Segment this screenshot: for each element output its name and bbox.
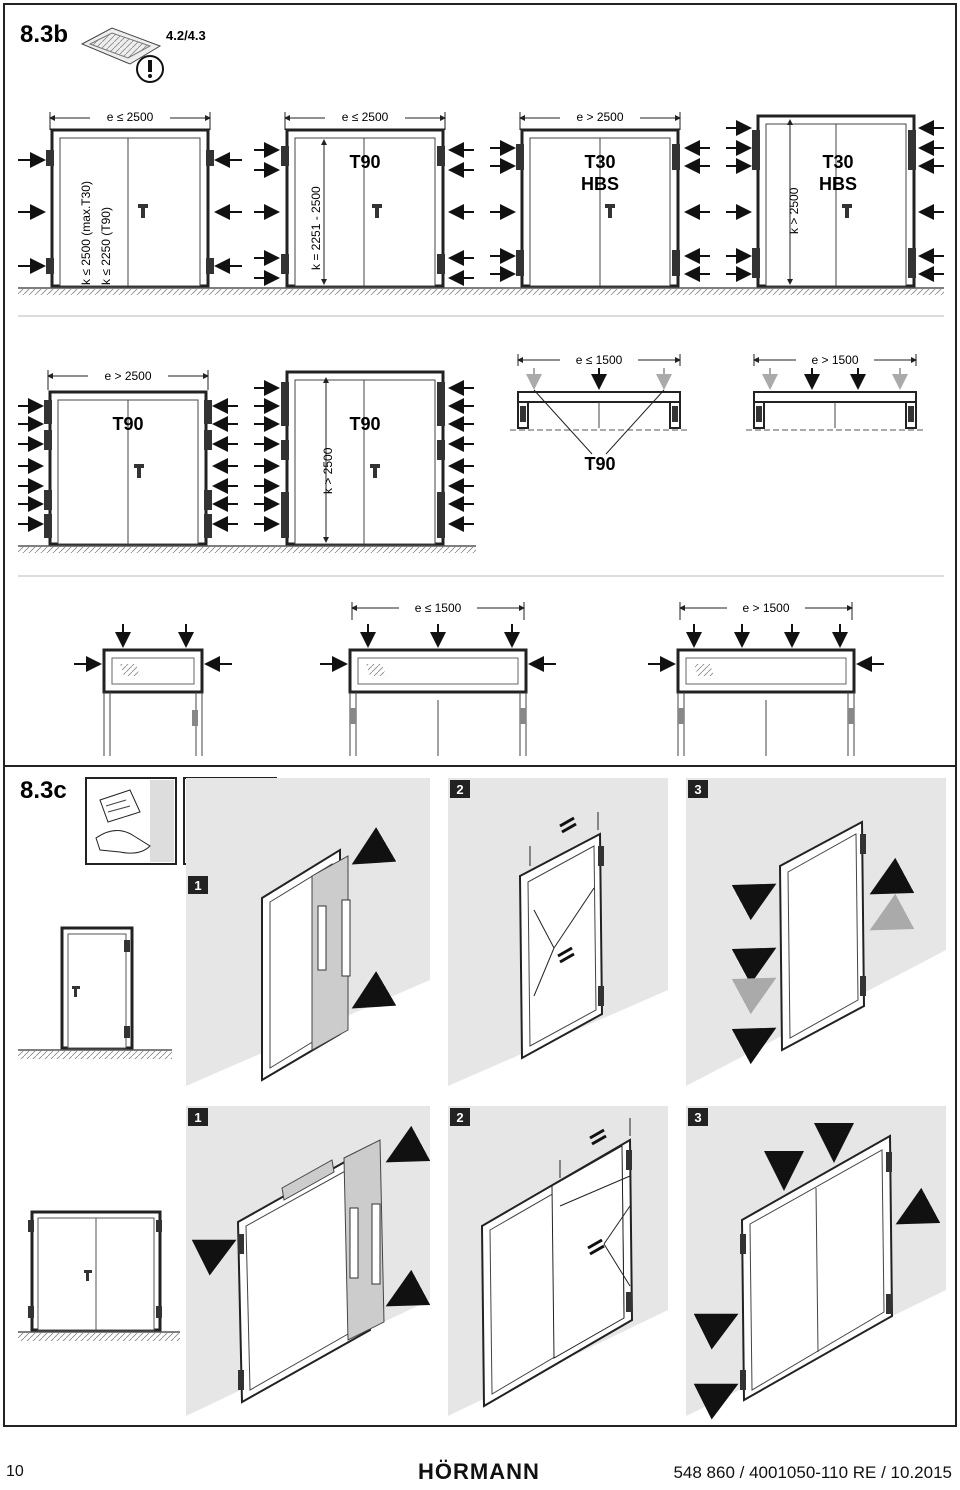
step-2-single-illustration <box>518 812 604 1060</box>
t90-callout: T90 <box>584 454 615 474</box>
double-door-overview <box>18 1210 180 1341</box>
hormann-logo: HÖRMANN <box>418 1459 540 1484</box>
transom-diagram-2: e ≤ 1500 <box>320 598 556 756</box>
step-badge-single-1: 1 <box>188 876 208 894</box>
single-door-overview <box>18 926 172 1059</box>
door2-height-label: k = 2251 - 2500 <box>309 186 323 270</box>
frame-top-diagram-2: e > 1500 <box>746 350 926 431</box>
door6-height-label: k > 2500 <box>321 447 335 494</box>
door2-rating: T90 <box>349 152 380 172</box>
svg-text:2: 2 <box>456 782 463 797</box>
svg-text:1: 1 <box>194 878 201 893</box>
step-1-double-illustration <box>191 1125 431 1404</box>
step-3-single-illustration <box>731 820 915 1065</box>
door3-rating-line1: T30 <box>584 152 615 172</box>
svg-text:3: 3 <box>694 1110 701 1125</box>
door1-width-label: e ≤ 2500 <box>107 110 154 124</box>
step-3-double-illustration <box>693 1123 941 1420</box>
svg-text:1: 1 <box>194 1110 201 1125</box>
step-badge-double-2: 2 <box>450 1108 470 1126</box>
frame2-width-label: e > 1500 <box>811 353 858 367</box>
door2-width-label: e ≤ 2500 <box>342 110 389 124</box>
frame1-width-label: e ≤ 1500 <box>576 353 623 367</box>
step-1-single-illustration <box>261 827 397 1082</box>
door-diagram-3: e > 2500 T30 HBS <box>490 108 710 288</box>
door-diagram-6: T90 k > 2500 <box>254 370 474 546</box>
transom-diagram-1 <box>74 624 232 756</box>
door-diagram-5: e > 2500 T90 <box>18 366 238 546</box>
door1-height-max: k ≤ 2500 (max.T30) <box>79 181 93 285</box>
hand-instruction-icon <box>85 777 177 865</box>
step-badge-double-3: 3 <box>688 1108 708 1126</box>
transom2-width-label: e ≤ 1500 <box>415 601 462 615</box>
door3-rating-line2: HBS <box>581 174 619 194</box>
door5-rating: T90 <box>112 414 143 434</box>
document-code: 548 860 / 4001050-110 RE / 10.2015 <box>673 1463 952 1482</box>
page-border <box>3 3 957 1427</box>
page-number: 10 <box>6 1463 24 1480</box>
manual-book-icon <box>80 27 162 65</box>
transom-diagram-3: e > 1500 <box>648 598 884 756</box>
section-b-reference: 4.2/4.3 <box>166 28 206 43</box>
section-b-label: 8.3b <box>20 21 68 48</box>
floor-line-row2 <box>18 545 476 553</box>
door-diagram-4: T30 HBS k > 2500 <box>726 114 944 288</box>
door4-rating-line2: HBS <box>819 174 857 194</box>
step-2-double-illustration <box>480 1118 634 1408</box>
section-c-label: 8.3c <box>20 777 67 804</box>
floor-line-row1 <box>18 287 944 295</box>
door4-height-label: k > 2500 <box>787 187 801 234</box>
step-badge-single-3: 3 <box>688 780 708 798</box>
door4-rating-line1: T30 <box>822 152 853 172</box>
frame-top-diagram-1: e ≤ 1500 T90 <box>510 350 690 474</box>
svg-text:3: 3 <box>694 782 701 797</box>
door6-rating: T90 <box>349 414 380 434</box>
door-diagram-2: e ≤ 2500 T90 k = 2251 - 2500 <box>254 108 474 288</box>
step-badge-double-1: 1 <box>188 1108 208 1126</box>
door3-width-label: e > 2500 <box>576 110 623 124</box>
door5-width-label: e > 2500 <box>104 369 151 383</box>
svg-text:2: 2 <box>456 1110 463 1125</box>
transom3-width-label: e > 1500 <box>742 601 789 615</box>
exclamation-circle-icon <box>136 55 164 83</box>
door-diagram-1: e ≤ 2500 k ≤ 2500 (max.T30) k ≤ 2250 (T9… <box>18 108 242 288</box>
step-badge-single-2: 2 <box>450 780 470 798</box>
door1-height-t90: k ≤ 2250 (T90) <box>99 207 113 285</box>
